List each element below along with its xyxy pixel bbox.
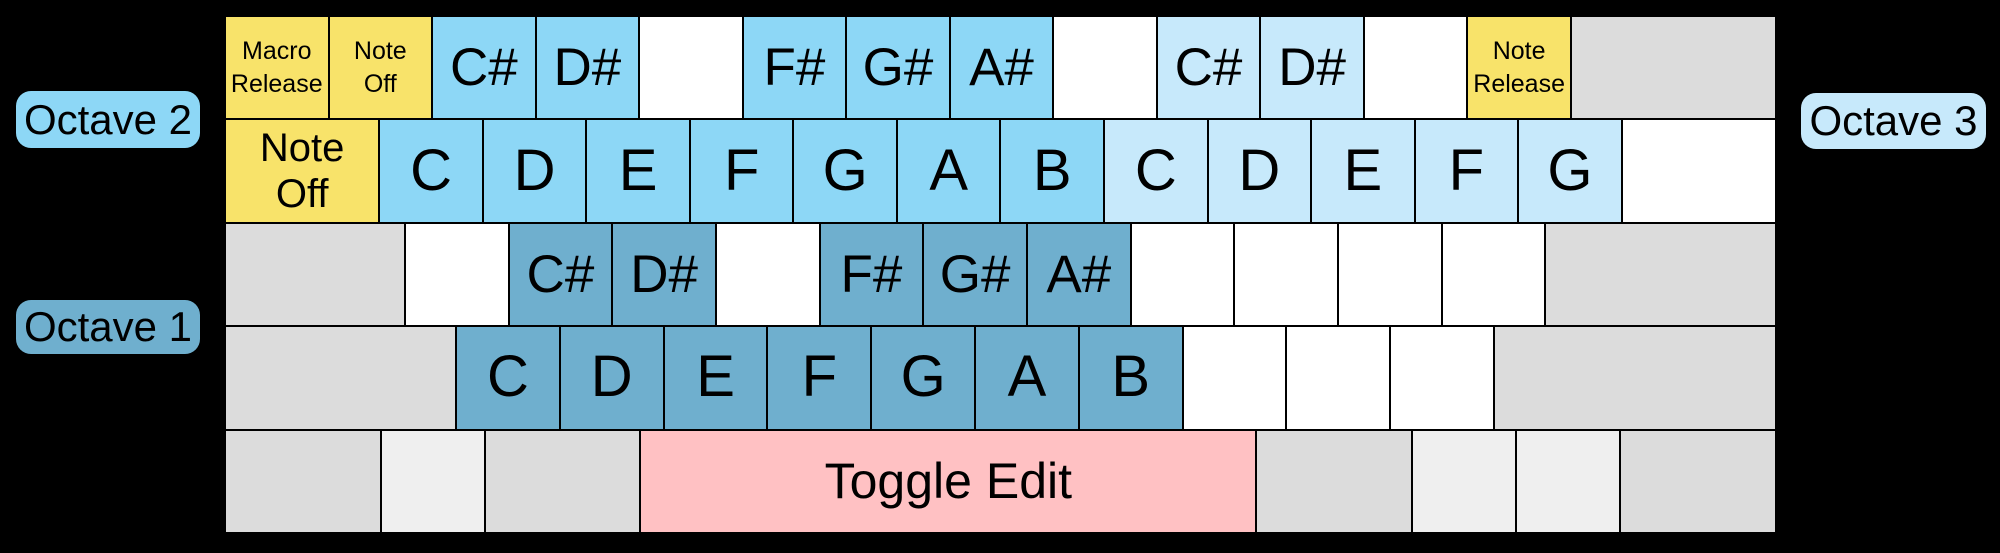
keyboard-row-home: C#D# F#G#A# — [225, 222, 1777, 327]
key-note-e-oct1: E — [663, 326, 768, 430]
key-blank — [1337, 222, 1442, 327]
key-note-c-oct1: C — [456, 326, 560, 430]
key-note-b-oct1: B — [1078, 326, 1183, 430]
key-note-off-wide: Note Off — [225, 119, 380, 223]
octave-3-label: Octave 3 — [1801, 93, 1986, 149]
key-blank — [404, 222, 509, 327]
key-blank — [1286, 326, 1391, 430]
key-blank — [1182, 326, 1287, 430]
octave-1-label: Octave 1 — [16, 300, 200, 354]
key-blank — [1363, 16, 1468, 120]
key-note-d-oct1: D — [559, 326, 664, 430]
key-lightgray-blank — [380, 429, 485, 534]
key-note-f-oct3: F — [1414, 119, 1519, 223]
octave-2-label: Octave 2 — [16, 91, 200, 148]
key-blank — [1130, 222, 1235, 327]
key-note-a-oct2: A — [896, 119, 1001, 223]
key-gray-blank — [1570, 16, 1776, 120]
key-note-f-sharp-oct1: F# — [819, 222, 924, 327]
key-blank — [715, 222, 820, 327]
key-note-c-sharp-oct2: C# — [432, 16, 536, 120]
key-note-e-oct2: E — [586, 119, 690, 223]
key-blank — [1390, 326, 1495, 430]
key-note-g-oct3: G — [1518, 119, 1622, 223]
key-note-d-sharp-oct1: D# — [612, 222, 716, 327]
key-note-off: Note Off — [328, 16, 433, 120]
key-note-g-sharp-oct1: G# — [923, 222, 1027, 327]
key-note-g-oct1: G — [871, 326, 976, 430]
key-gray-blank — [225, 429, 381, 534]
key-macro-release: Macro Release — [225, 16, 329, 120]
key-gray-blank — [225, 222, 405, 327]
key-gray-blank — [225, 326, 457, 430]
key-gray-blank — [1494, 326, 1776, 430]
key-note-d-sharp-oct2: D# — [535, 16, 640, 120]
key-note-d-oct3: D — [1207, 119, 1312, 223]
key-note-release: Note Release — [1467, 16, 1571, 120]
key-note-b-oct2: B — [1000, 119, 1105, 223]
key-note-d-oct2: D — [482, 119, 587, 223]
key-toggle-edit: Toggle Edit — [640, 429, 1257, 534]
key-note-c-oct2: C — [379, 119, 483, 223]
key-gray-blank — [1545, 222, 1777, 327]
key-note-a-oct1: A — [975, 326, 1079, 430]
key-blank — [1441, 222, 1546, 327]
key-note-c-oct3: C — [1104, 119, 1208, 223]
key-gray-blank — [1620, 429, 1776, 534]
key-lightgray-blank — [1516, 429, 1621, 534]
key-note-e-oct3: E — [1311, 119, 1415, 223]
key-note-c-sharp-oct1: C# — [508, 222, 613, 327]
key-note-c-sharp-oct3: C# — [1156, 16, 1261, 120]
key-blank — [1621, 119, 1776, 223]
key-gray-blank — [484, 429, 641, 534]
key-note-g-oct2: G — [793, 119, 897, 223]
key-blank — [1234, 222, 1338, 327]
keyboard-row-space: Toggle Edit — [225, 429, 1776, 534]
key-gray-blank — [1256, 429, 1412, 534]
key-note-d-sharp-oct3: D# — [1260, 16, 1364, 120]
key-note-a-sharp-oct2: A# — [949, 16, 1054, 120]
key-note-a-sharp-oct1: A# — [1026, 222, 1131, 327]
key-blank — [1053, 16, 1157, 120]
key-note-f-oct1: F — [767, 326, 872, 430]
key-note-f-sharp-oct2: F# — [742, 16, 847, 120]
key-blank — [639, 16, 743, 120]
key-lightgray-blank — [1411, 429, 1517, 534]
key-note-f-oct2: F — [689, 119, 794, 223]
key-note-g-sharp-oct2: G# — [846, 16, 950, 120]
